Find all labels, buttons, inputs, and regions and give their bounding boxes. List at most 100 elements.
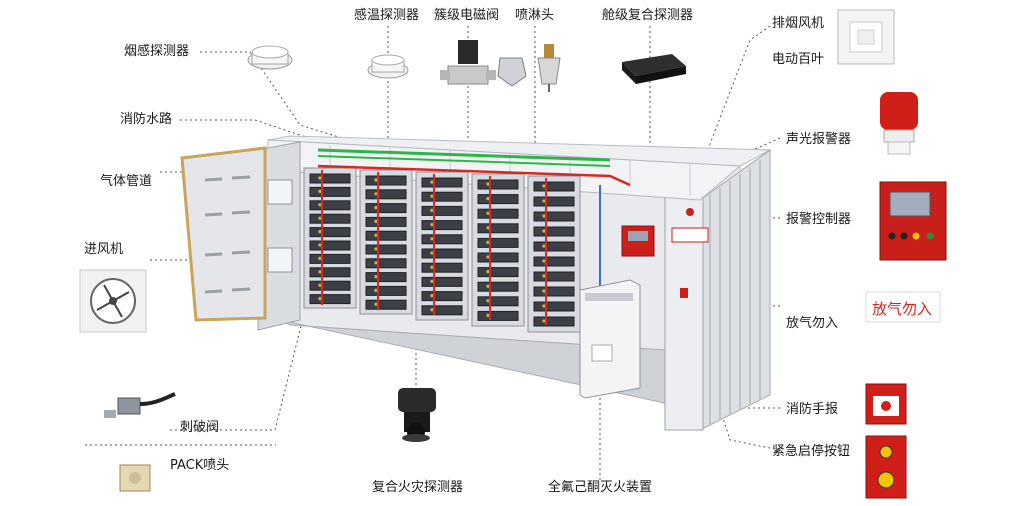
green-water-pipe [317, 148, 611, 162]
battery-module [365, 189, 407, 200]
battery-module [477, 237, 519, 248]
intake-fan-image [79, 269, 147, 333]
battery-module [533, 271, 575, 282]
module-connector [542, 274, 546, 278]
battery-module [477, 208, 519, 219]
battery-module [421, 291, 463, 302]
battery-module [365, 203, 407, 214]
battery-module [421, 248, 463, 259]
label-no-entry: 放气勿入 [786, 316, 839, 331]
module-connector [542, 259, 546, 263]
battery-module [365, 216, 407, 227]
label-exhaust-fan: 排烟风机 [772, 16, 825, 31]
battery-module [533, 241, 575, 252]
module-connector [486, 299, 490, 303]
module-connector [486, 313, 490, 317]
module-connector [430, 294, 434, 298]
label-electric-louver: 电动百叶 [772, 52, 825, 67]
module-connector [318, 270, 322, 274]
battery-module [477, 281, 519, 292]
green-water-pipe-2 [317, 155, 611, 167]
module-connector [486, 211, 490, 215]
battery-module [477, 252, 519, 263]
module-connector [542, 214, 546, 218]
module-connector [486, 270, 490, 274]
module-connector [486, 197, 490, 201]
module-connector [374, 178, 378, 182]
module-connector [318, 297, 322, 301]
battery-module [309, 173, 351, 184]
module-connector [486, 182, 490, 186]
no-entry-sign-image [865, 291, 941, 323]
label-gas-pipe: 气体管道 [100, 174, 153, 189]
battery-racks [303, 167, 581, 333]
sprinkler-image [537, 44, 561, 92]
module-connector [374, 233, 378, 237]
module-connector [430, 251, 434, 255]
module-connector [430, 265, 434, 269]
module-connector [486, 284, 490, 288]
label-fire-water: 消防水路 [120, 112, 173, 127]
module-connector [486, 255, 490, 259]
battery-module [533, 211, 575, 222]
battery-module [477, 267, 519, 278]
battery-module [421, 191, 463, 202]
label-sprinkler: 喷淋头 [515, 8, 555, 23]
battery-module [477, 223, 519, 234]
module-connector [318, 216, 322, 220]
battery-module [365, 285, 407, 296]
module-connector [318, 203, 322, 207]
module-connector [318, 256, 322, 260]
battery-module [309, 253, 351, 264]
battery-module [309, 240, 351, 251]
red-gas-pipe [317, 164, 631, 187]
module-connector [374, 302, 378, 306]
label-composite-detector: 复合火灾探测器 [372, 480, 464, 495]
module-connector [374, 247, 378, 251]
module-connector [430, 180, 434, 184]
battery-module [309, 213, 351, 224]
cabin-detector-image [622, 54, 686, 84]
label-extinguisher: 全氟己酮灭火装置 [548, 480, 653, 495]
battery-module [365, 258, 407, 269]
battery-module [477, 179, 519, 190]
battery-module [309, 280, 351, 291]
module-connector [318, 243, 322, 247]
label-alarm-controller: 报警控制器 [786, 212, 852, 227]
module-connector [542, 199, 546, 203]
battery-module [533, 301, 575, 312]
puncture-valve-image [104, 392, 176, 418]
alarm-controller-image [879, 181, 947, 261]
module-connector [542, 319, 546, 323]
battery-module [421, 220, 463, 231]
composite-detector-image [398, 388, 436, 442]
battery-module [365, 272, 407, 283]
label-puncture-valve: 刺破阀 [180, 420, 220, 435]
battery-module [533, 316, 575, 327]
label-cabin-detector: 舱级复合探测器 [602, 8, 694, 23]
battery-module [421, 205, 463, 216]
battery-module [533, 286, 575, 297]
manual-alarm-image [865, 383, 907, 425]
module-connector [374, 206, 378, 210]
module-connector [374, 288, 378, 292]
module-connector [542, 304, 546, 308]
battery-module [309, 267, 351, 278]
alarm-light-image [880, 92, 918, 155]
leader-emergency [689, 314, 781, 451]
battery-module [365, 230, 407, 241]
frame-manual-alarm [680, 288, 688, 298]
label-manual-alarm: 消防手报 [786, 402, 839, 417]
door-handles [204, 175, 251, 294]
exhaust-fan-image [837, 9, 895, 65]
battery-module [533, 256, 575, 267]
battery-module [477, 296, 519, 307]
battery-module [309, 186, 351, 197]
label-cluster-valve: 簇级电磁阀 [434, 8, 500, 23]
module-connector [542, 184, 546, 188]
wall-fan-bottom [267, 247, 293, 273]
container-end-frame [664, 189, 704, 431]
module-connector [374, 219, 378, 223]
battery-module [421, 262, 463, 273]
temp-detector-image [367, 54, 409, 79]
